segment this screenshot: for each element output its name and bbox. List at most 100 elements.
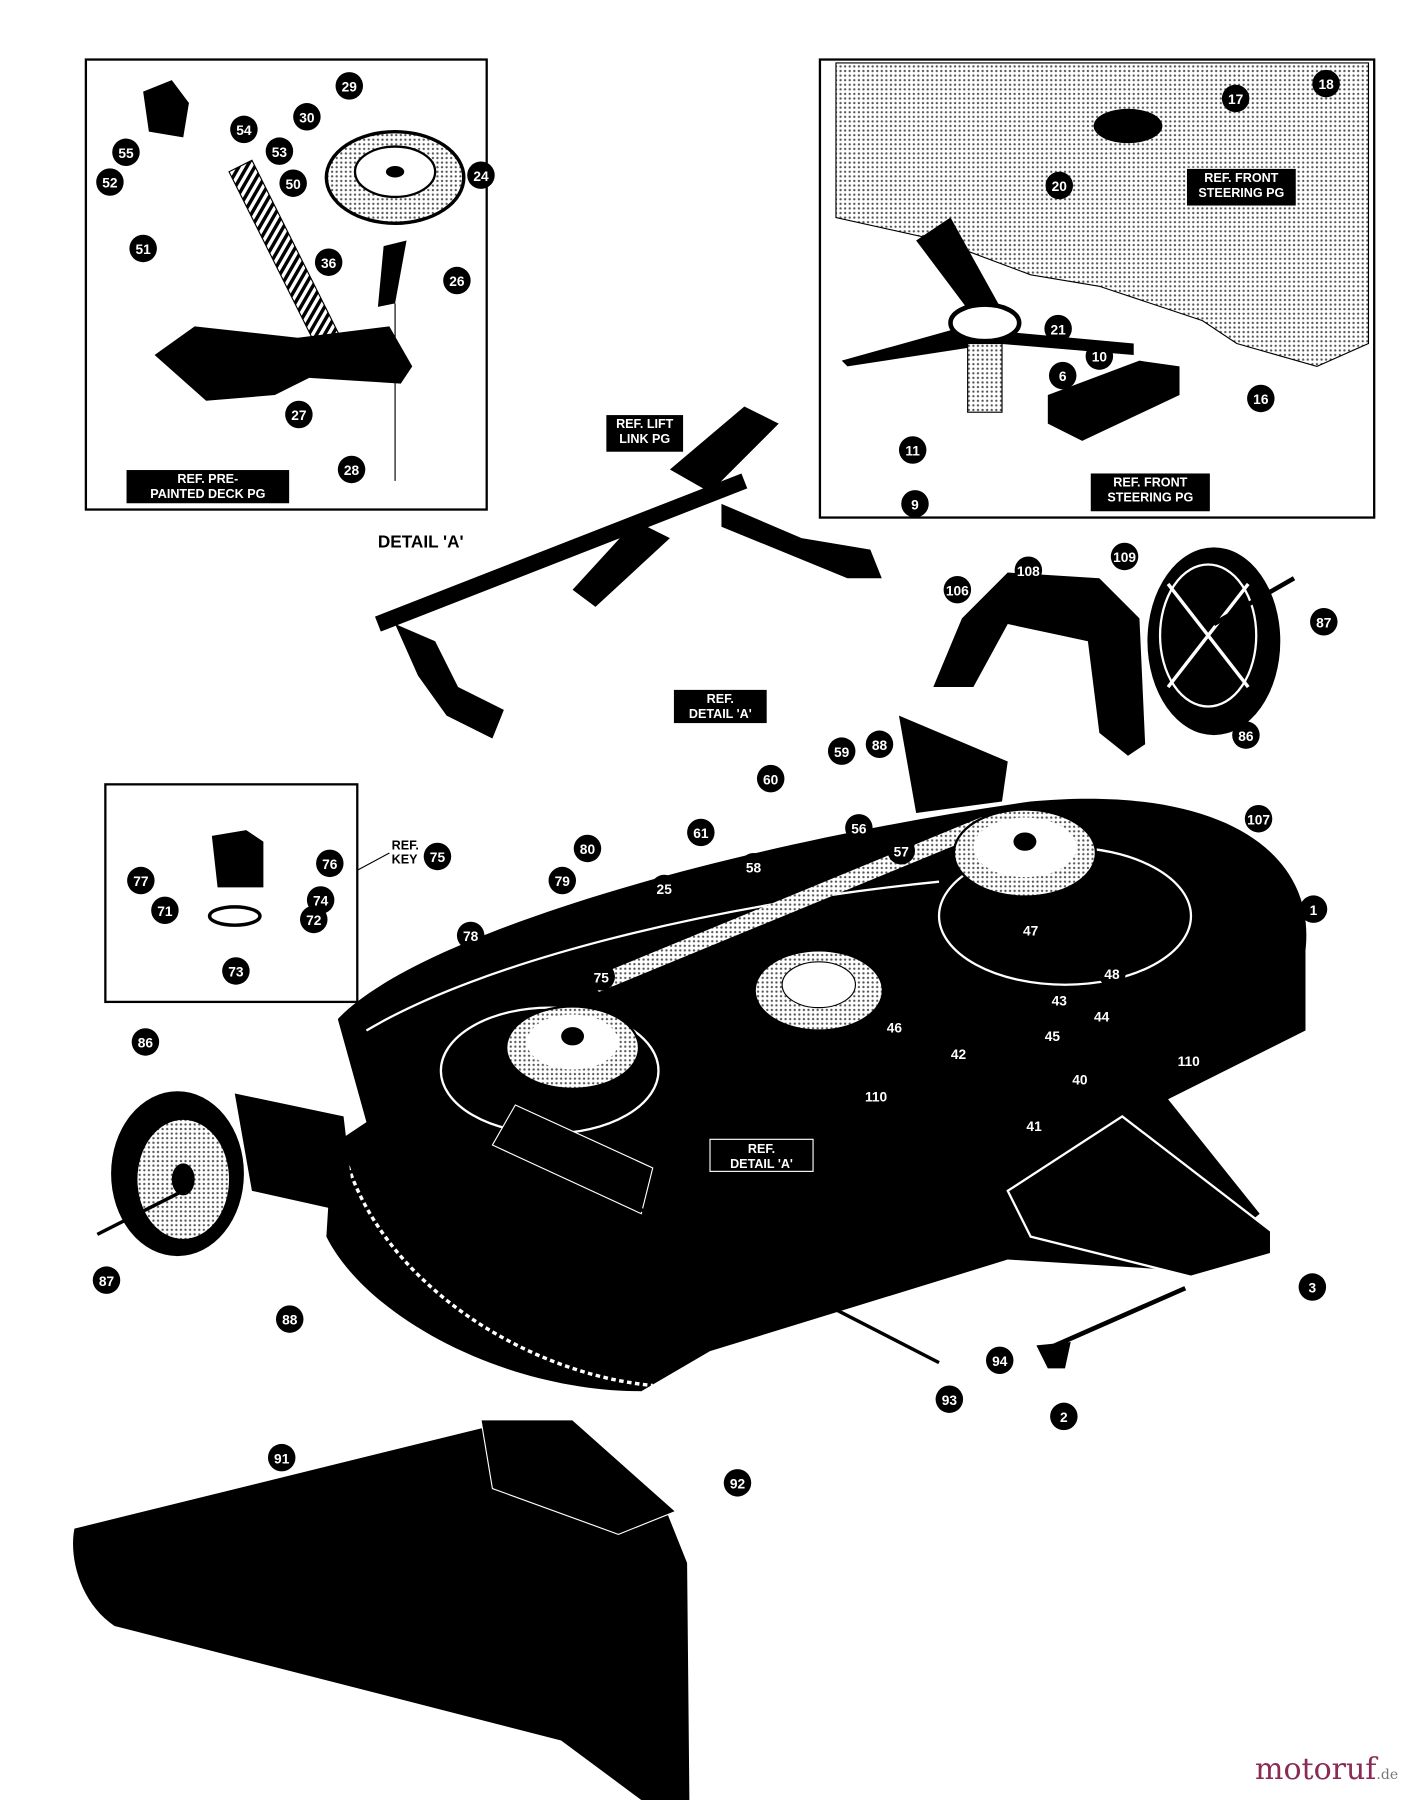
- callout-number: 58: [746, 860, 762, 875]
- callout-circle: [1050, 1402, 1078, 1431]
- callout-87: 87: [92, 1266, 121, 1294]
- callout-circle: [898, 436, 927, 464]
- callout-1: 1: [1299, 895, 1328, 923]
- callout-number: 86: [138, 1036, 154, 1051]
- callout-number: 47: [1023, 923, 1039, 938]
- callout-94: 94: [985, 1346, 1014, 1375]
- callout-11: 11: [898, 436, 927, 464]
- spindle: [967, 342, 1003, 413]
- callout-number: 9: [911, 497, 919, 512]
- callout-circle: [1014, 556, 1043, 584]
- callout-51: 51: [129, 234, 157, 263]
- callout-43: 43: [1045, 985, 1074, 1014]
- callout-number: 106: [946, 583, 969, 598]
- callout-46: 46: [880, 1013, 909, 1041]
- belt-cover: [933, 572, 1146, 756]
- callout-10: 10: [1085, 342, 1114, 370]
- reference-label-text: DETAIL 'A': [730, 1157, 793, 1171]
- callout-circle: [827, 737, 856, 765]
- callout-circle: [337, 455, 366, 484]
- callout-circle: [650, 874, 678, 903]
- callout-number: 45: [1045, 1029, 1061, 1044]
- callout-number: 41: [1026, 1119, 1042, 1134]
- callout-circle: [267, 1443, 296, 1472]
- callout-number: 75: [430, 850, 446, 865]
- callout-circle: [1312, 69, 1340, 98]
- reference-label: REF. PRE-PAINTED DECK PG: [125, 468, 291, 505]
- callout-88: 88: [275, 1305, 304, 1333]
- callout-26: 26: [443, 266, 471, 295]
- callout-80: 80: [573, 834, 602, 863]
- callout-number: 29: [342, 80, 358, 95]
- callout-circle: [467, 161, 495, 189]
- watermark: motoruf.de: [1255, 1752, 1399, 1787]
- callout-110: 110: [1174, 1046, 1203, 1075]
- callout-number: 44: [1094, 1009, 1110, 1024]
- callout-circle: [573, 834, 602, 863]
- callout-108: 108: [1014, 556, 1043, 584]
- reference-label-text: STEERING PG: [1107, 491, 1193, 505]
- callout-circle: [423, 842, 452, 871]
- callout-circle: [1221, 84, 1250, 113]
- callout-circle: [887, 837, 915, 865]
- callout-42: 42: [944, 1039, 973, 1068]
- callout-58: 58: [739, 853, 768, 881]
- callout-circle: [335, 72, 364, 100]
- callout-53: 53: [265, 137, 294, 165]
- callout-circle: [456, 921, 485, 950]
- callout-47: 47: [1016, 916, 1045, 944]
- callout-circle: [1232, 721, 1260, 749]
- callout-24: 24: [467, 161, 495, 189]
- callout-48: 48: [1098, 959, 1126, 988]
- handle: [1036, 1341, 1071, 1369]
- callout-77: 77: [127, 866, 155, 895]
- callout-40: 40: [1066, 1064, 1094, 1093]
- reference-label-text: REF. PRE-: [177, 472, 238, 486]
- callout-number: 109: [1113, 550, 1136, 565]
- callout-number: 87: [99, 1274, 115, 1289]
- callout-number: 27: [291, 408, 307, 423]
- callout-6: 6: [1048, 361, 1077, 390]
- callout-circle: [1020, 1111, 1048, 1140]
- callout-number: 92: [730, 1476, 746, 1491]
- callout-number: 17: [1228, 92, 1244, 107]
- callout-30: 30: [293, 103, 321, 131]
- callout-circle: [1298, 1273, 1327, 1301]
- callout-number: 36: [321, 256, 337, 271]
- callout-number: 108: [1017, 564, 1040, 579]
- callout-number: 28: [344, 463, 360, 478]
- callout-number: 86: [1238, 729, 1254, 744]
- callout-number: 21: [1050, 322, 1066, 337]
- callout-number: 56: [851, 822, 867, 837]
- callout-circle: [300, 905, 328, 934]
- callout-number: 55: [118, 146, 134, 161]
- callout-circle: [862, 1082, 890, 1110]
- steering-bracket: [1047, 360, 1180, 441]
- callout-number: 73: [228, 965, 244, 980]
- callout-2: 2: [1050, 1402, 1078, 1431]
- callout-number: 20: [1052, 179, 1068, 194]
- front-bracket: [1006, 1115, 1273, 1278]
- reference-label-text: REF.: [707, 692, 734, 706]
- callout-circle: [1044, 314, 1072, 343]
- callout-17: 17: [1221, 84, 1250, 113]
- callout-52: 52: [96, 168, 124, 196]
- callout-57: 57: [887, 837, 915, 865]
- callout-number: 2: [1060, 1410, 1068, 1425]
- callout-circle: [112, 138, 140, 167]
- callout-number: 1: [1310, 903, 1318, 918]
- callout-circle: [279, 169, 307, 197]
- callout-86: 86: [1232, 721, 1260, 749]
- drive-belt: [592, 817, 988, 993]
- callout-circle: [723, 1469, 752, 1497]
- callout-circle: [1110, 542, 1139, 571]
- callout-29: 29: [335, 72, 364, 100]
- callout-number: 18: [1318, 77, 1334, 92]
- callout-45: 45: [1038, 1021, 1067, 1049]
- callout-circle: [230, 115, 258, 144]
- callout-16: 16: [1247, 384, 1275, 413]
